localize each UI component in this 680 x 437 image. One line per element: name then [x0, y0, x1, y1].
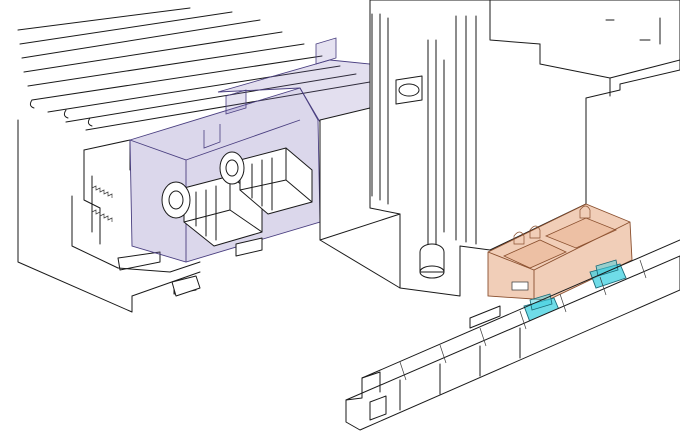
servo-motor-front: [161, 175, 263, 247]
motor-mount: [235, 237, 263, 257]
guide-rail: [345, 239, 680, 431]
servo-motor-rear: [219, 147, 313, 215]
ball-screw: [419, 39, 445, 279]
bed-ribs: [17, 7, 371, 131]
motor-mount: [171, 275, 201, 297]
vertical-column: [319, 0, 680, 297]
